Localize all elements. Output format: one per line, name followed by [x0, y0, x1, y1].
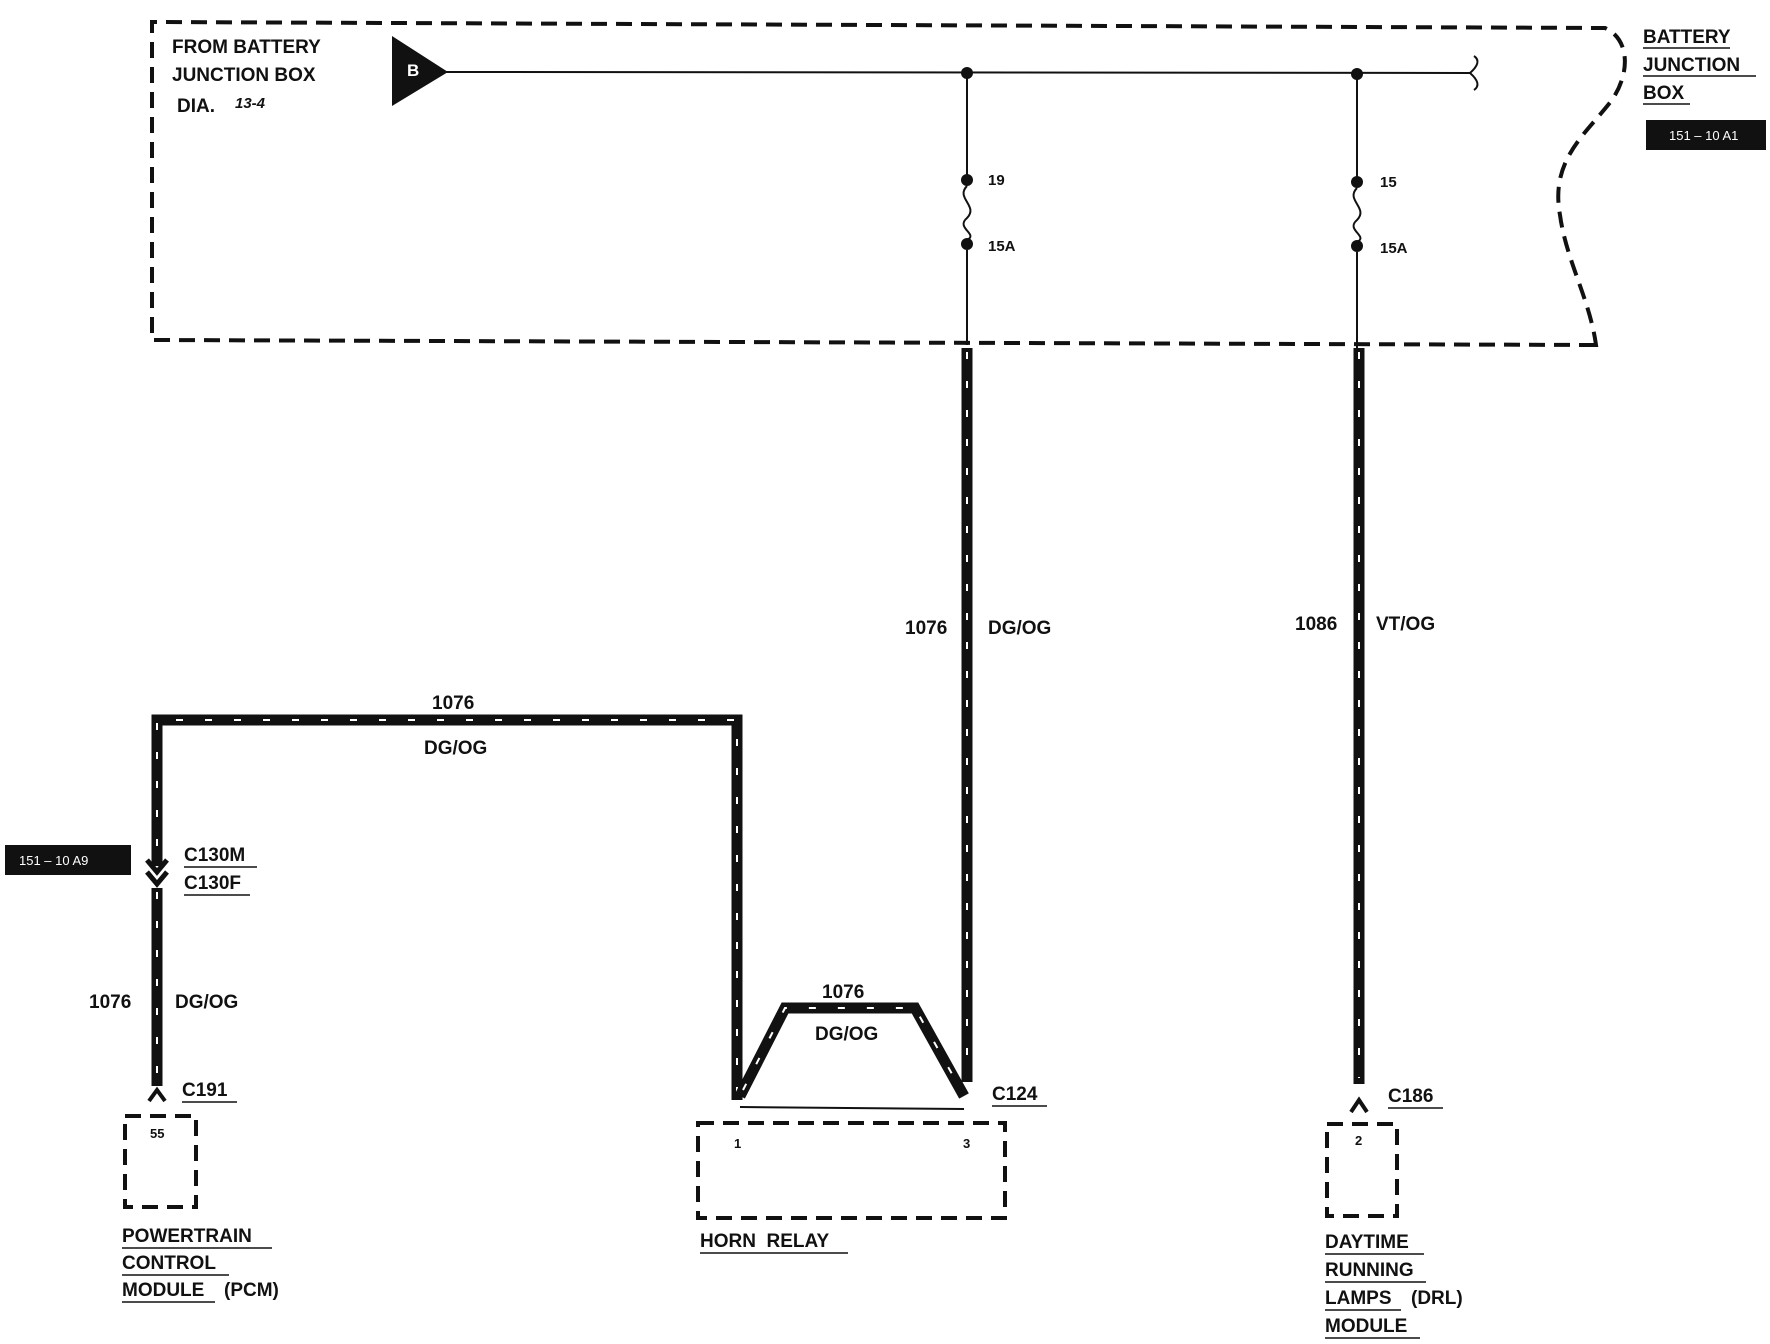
wire-1076-pcm-color: DG/OG	[175, 992, 238, 1013]
c130-connector-icon	[145, 858, 169, 888]
pcm-pin: 55	[150, 1126, 164, 1141]
drl-label-4: MODULE	[1325, 1316, 1407, 1337]
wire-1076-top-run	[151, 714, 743, 1100]
battery-connector-flag-icon	[392, 36, 448, 106]
drl-label-suffix: (DRL)	[1411, 1288, 1463, 1309]
c186-label: C186	[1388, 1086, 1433, 1107]
dia-prefix: DIA.	[177, 96, 215, 117]
wire-1076-relay-jumper	[735, 1002, 969, 1099]
pcm-box	[123, 1114, 198, 1209]
wire-1076-riser-circuit: 1076	[905, 618, 947, 639]
fuse-15-rating: 15A	[1380, 240, 1408, 257]
horn-relay-pin-1: 1	[734, 1136, 741, 1151]
from-battery-label-2: JUNCTION BOX	[172, 65, 316, 86]
wire-1076-pcm-circuit: 1076	[89, 992, 131, 1013]
battery-connector-letter: B	[407, 61, 419, 80]
horn-relay-pin-3: 3	[963, 1136, 970, 1151]
wire-1076-top-circuit: 1076	[432, 693, 474, 714]
horn-relay-label: HORN RELAY	[700, 1231, 829, 1252]
bus-bar-end-icon	[1469, 55, 1479, 91]
wire-1076-top-color: DG/OG	[424, 738, 487, 759]
bjb-title-1: BATTERY	[1643, 27, 1731, 48]
drl-box	[1325, 1122, 1399, 1218]
battery-junction-box-outline	[150, 19, 1627, 347]
bjb-title-3: BOX	[1643, 83, 1685, 104]
drl-label-3: LAMPS	[1325, 1288, 1392, 1309]
bjb-ref-tag	[1646, 120, 1766, 150]
c191-label: C191	[182, 1080, 228, 1101]
c130m-label: C130M	[184, 845, 245, 866]
from-battery-label-1: FROM BATTERY	[172, 37, 321, 58]
dia-number: 13-4	[235, 95, 266, 112]
bus-bar	[445, 71, 1471, 74]
c186-connector-icon	[1349, 1096, 1369, 1114]
pcm-label-1: POWERTRAIN	[122, 1226, 252, 1247]
fuse-19-terminal-icon	[961, 174, 973, 186]
bjb-ref-tag-text: 151 – 10 A1	[1669, 128, 1738, 143]
c130-ref-tag	[5, 845, 131, 875]
pcm-label-3: MODULE	[122, 1280, 204, 1301]
c191-connector-icon	[147, 1086, 167, 1103]
horn-relay-box	[696, 1121, 1007, 1220]
wire-1086-color: VT/OG	[1376, 614, 1435, 635]
c124-label: C124	[992, 1084, 1038, 1105]
fuse-15-icon	[1352, 187, 1362, 243]
bjb-title-2: JUNCTION	[1643, 55, 1740, 76]
wire-1076-riser-color: DG/OG	[988, 618, 1051, 639]
drl-label-2: RUNNING	[1325, 1260, 1414, 1281]
fuse-15-number: 15	[1380, 174, 1397, 191]
pcm-label-2: CONTROL	[122, 1253, 216, 1274]
drl-label-1: DAYTIME	[1325, 1232, 1409, 1253]
wire-1076-jumper-color: DG/OG	[815, 1024, 878, 1045]
fuse-19-rating: 15A	[988, 238, 1016, 255]
c130-ref-tag-text: 151 – 10 A9	[19, 853, 88, 868]
fuse-19-number: 19	[988, 172, 1005, 189]
c130f-label: C130F	[184, 873, 241, 894]
fuse-19-icon	[962, 185, 972, 241]
pcm-label-suffix: (PCM)	[224, 1280, 279, 1301]
wire-1086-circuit: 1086	[1295, 614, 1337, 635]
fuse-15-terminal-icon	[1351, 176, 1363, 188]
wire-1076-jumper-circuit: 1076	[822, 982, 864, 1003]
drl-pin: 2	[1355, 1133, 1362, 1148]
